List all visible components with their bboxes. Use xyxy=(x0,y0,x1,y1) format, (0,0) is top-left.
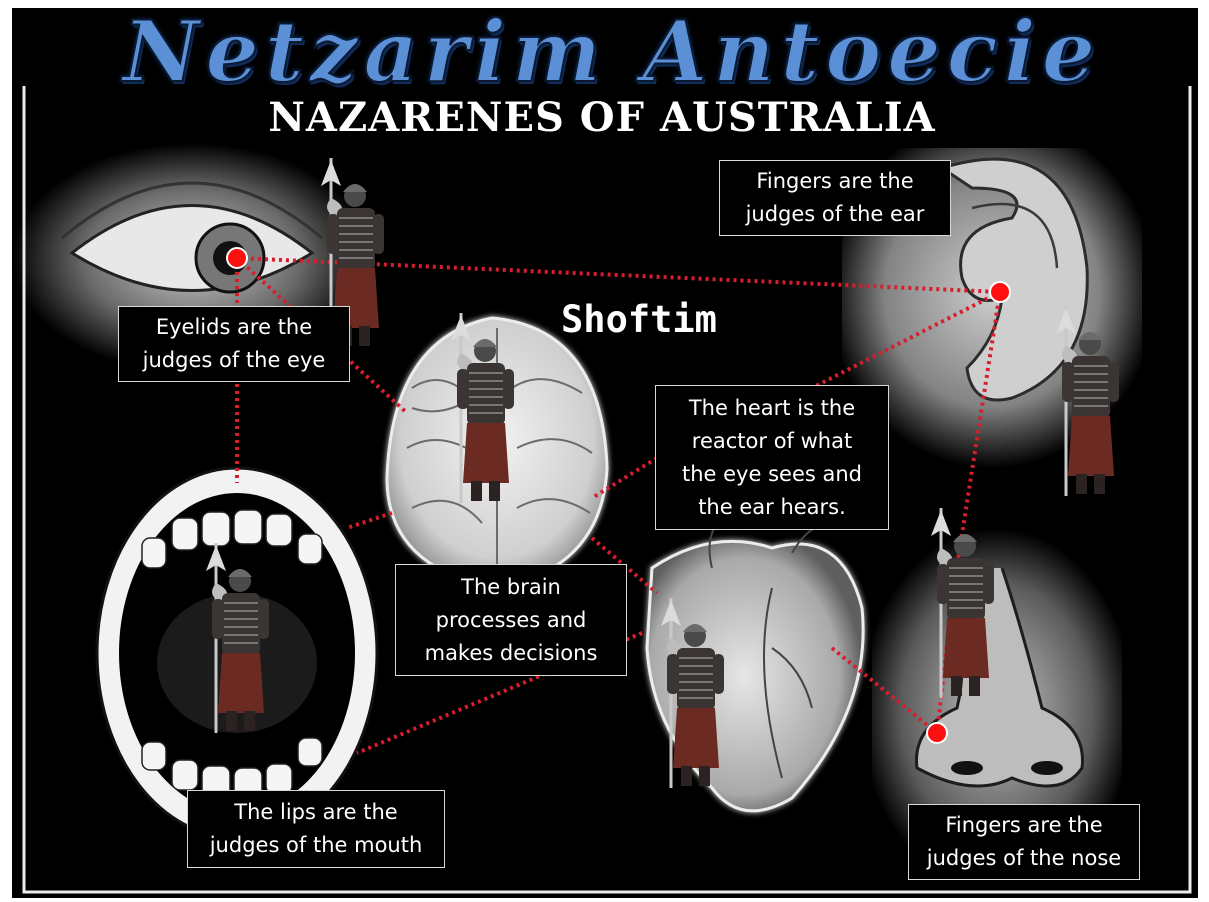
label-nose: Fingers are the judges of the nose xyxy=(908,804,1140,880)
label-nose-line: Fingers are the xyxy=(909,809,1139,842)
infographic-frame: Netzarim Antoecie NAZARENES OF AUSTRALIA… xyxy=(12,8,1198,898)
label-mouth: The lips are the judges of the mouth xyxy=(187,790,445,868)
label-ear-line: judges of the ear xyxy=(720,198,950,231)
label-eye: Eyelids are the judges of the eye xyxy=(118,306,350,382)
label-brain-line: makes decisions xyxy=(396,637,626,670)
label-heart-line: the ear hears. xyxy=(656,491,888,524)
label-eye-line: Eyelids are the xyxy=(119,311,349,344)
diagram-artwork xyxy=(12,8,1198,898)
label-eye-line: judges of the eye xyxy=(119,344,349,377)
label-mouth-line: judges of the mouth xyxy=(188,829,444,862)
label-mouth-line: The lips are the xyxy=(188,796,444,829)
brand-title: Netzarim Antoecie xyxy=(82,8,1142,101)
label-brain-line: processes and xyxy=(396,604,626,637)
label-ear-line: Fingers are the xyxy=(720,165,950,198)
label-ear: Fingers are the judges of the ear xyxy=(719,160,951,236)
label-heart-line: The heart is the xyxy=(656,392,888,425)
label-nose-line: judges of the nose xyxy=(909,842,1139,875)
brand-subtitle: NAZARENES OF AUSTRALIA xyxy=(242,94,962,141)
label-brain-line: The brain xyxy=(396,571,626,604)
label-heart-line: the eye sees and xyxy=(656,458,888,491)
label-brain: The brain processes and makes decisions xyxy=(395,564,627,676)
label-heart-line: reactor of what xyxy=(656,425,888,458)
diagram-title: Shoftim xyxy=(524,298,754,341)
label-heart: The heart is the reactor of what the eye… xyxy=(655,385,889,530)
